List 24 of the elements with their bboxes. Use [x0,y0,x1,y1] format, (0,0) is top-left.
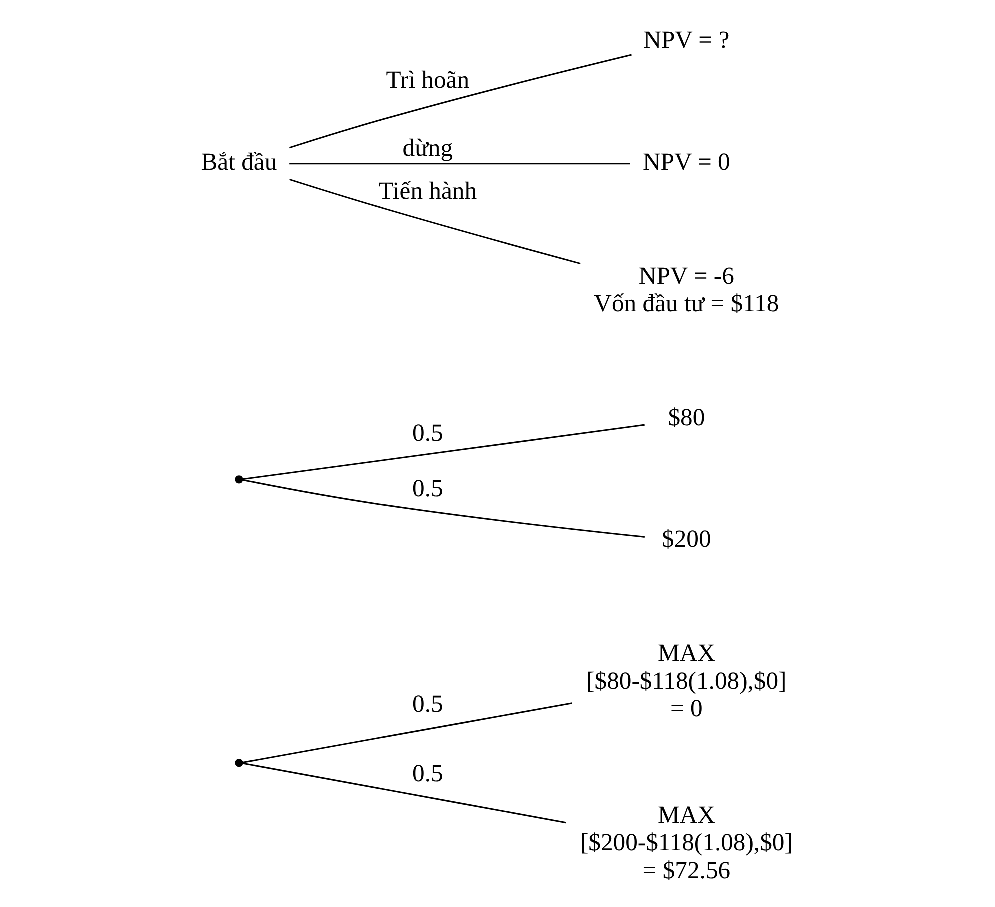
edge-label: 0.5 [412,760,443,788]
node-text: NPV = 0 [642,148,730,176]
edge-label: dừng [402,134,453,162]
connector [242,702,572,764]
edge-label: 0.5 [412,475,443,502]
edge-label: 0.5 [412,690,443,718]
connector [288,54,632,149]
node-text: Bắt đầu [200,148,277,176]
node-text: $80 [668,404,705,432]
connector [242,424,644,480]
connector [289,178,580,265]
node-text: MAX [$80-$118(1.08),$0] = 0 [586,640,786,723]
connector [242,479,644,538]
node-point [234,476,243,484]
edge-label: 0.5 [412,420,443,447]
connector [242,762,566,824]
node-text: MAX [$200-$118(1.08),$0] = $72.56 [580,802,792,884]
edge-label: Trì hoãn [386,67,470,94]
node-text: NPV = -6 Vốn đầu tư = $118 [594,262,779,318]
connector [289,163,630,165]
node-point [234,759,243,768]
node-text: $200 [662,526,711,554]
edge-label: Tiến hành [378,178,477,206]
node-text: NPV = ? [643,27,730,54]
